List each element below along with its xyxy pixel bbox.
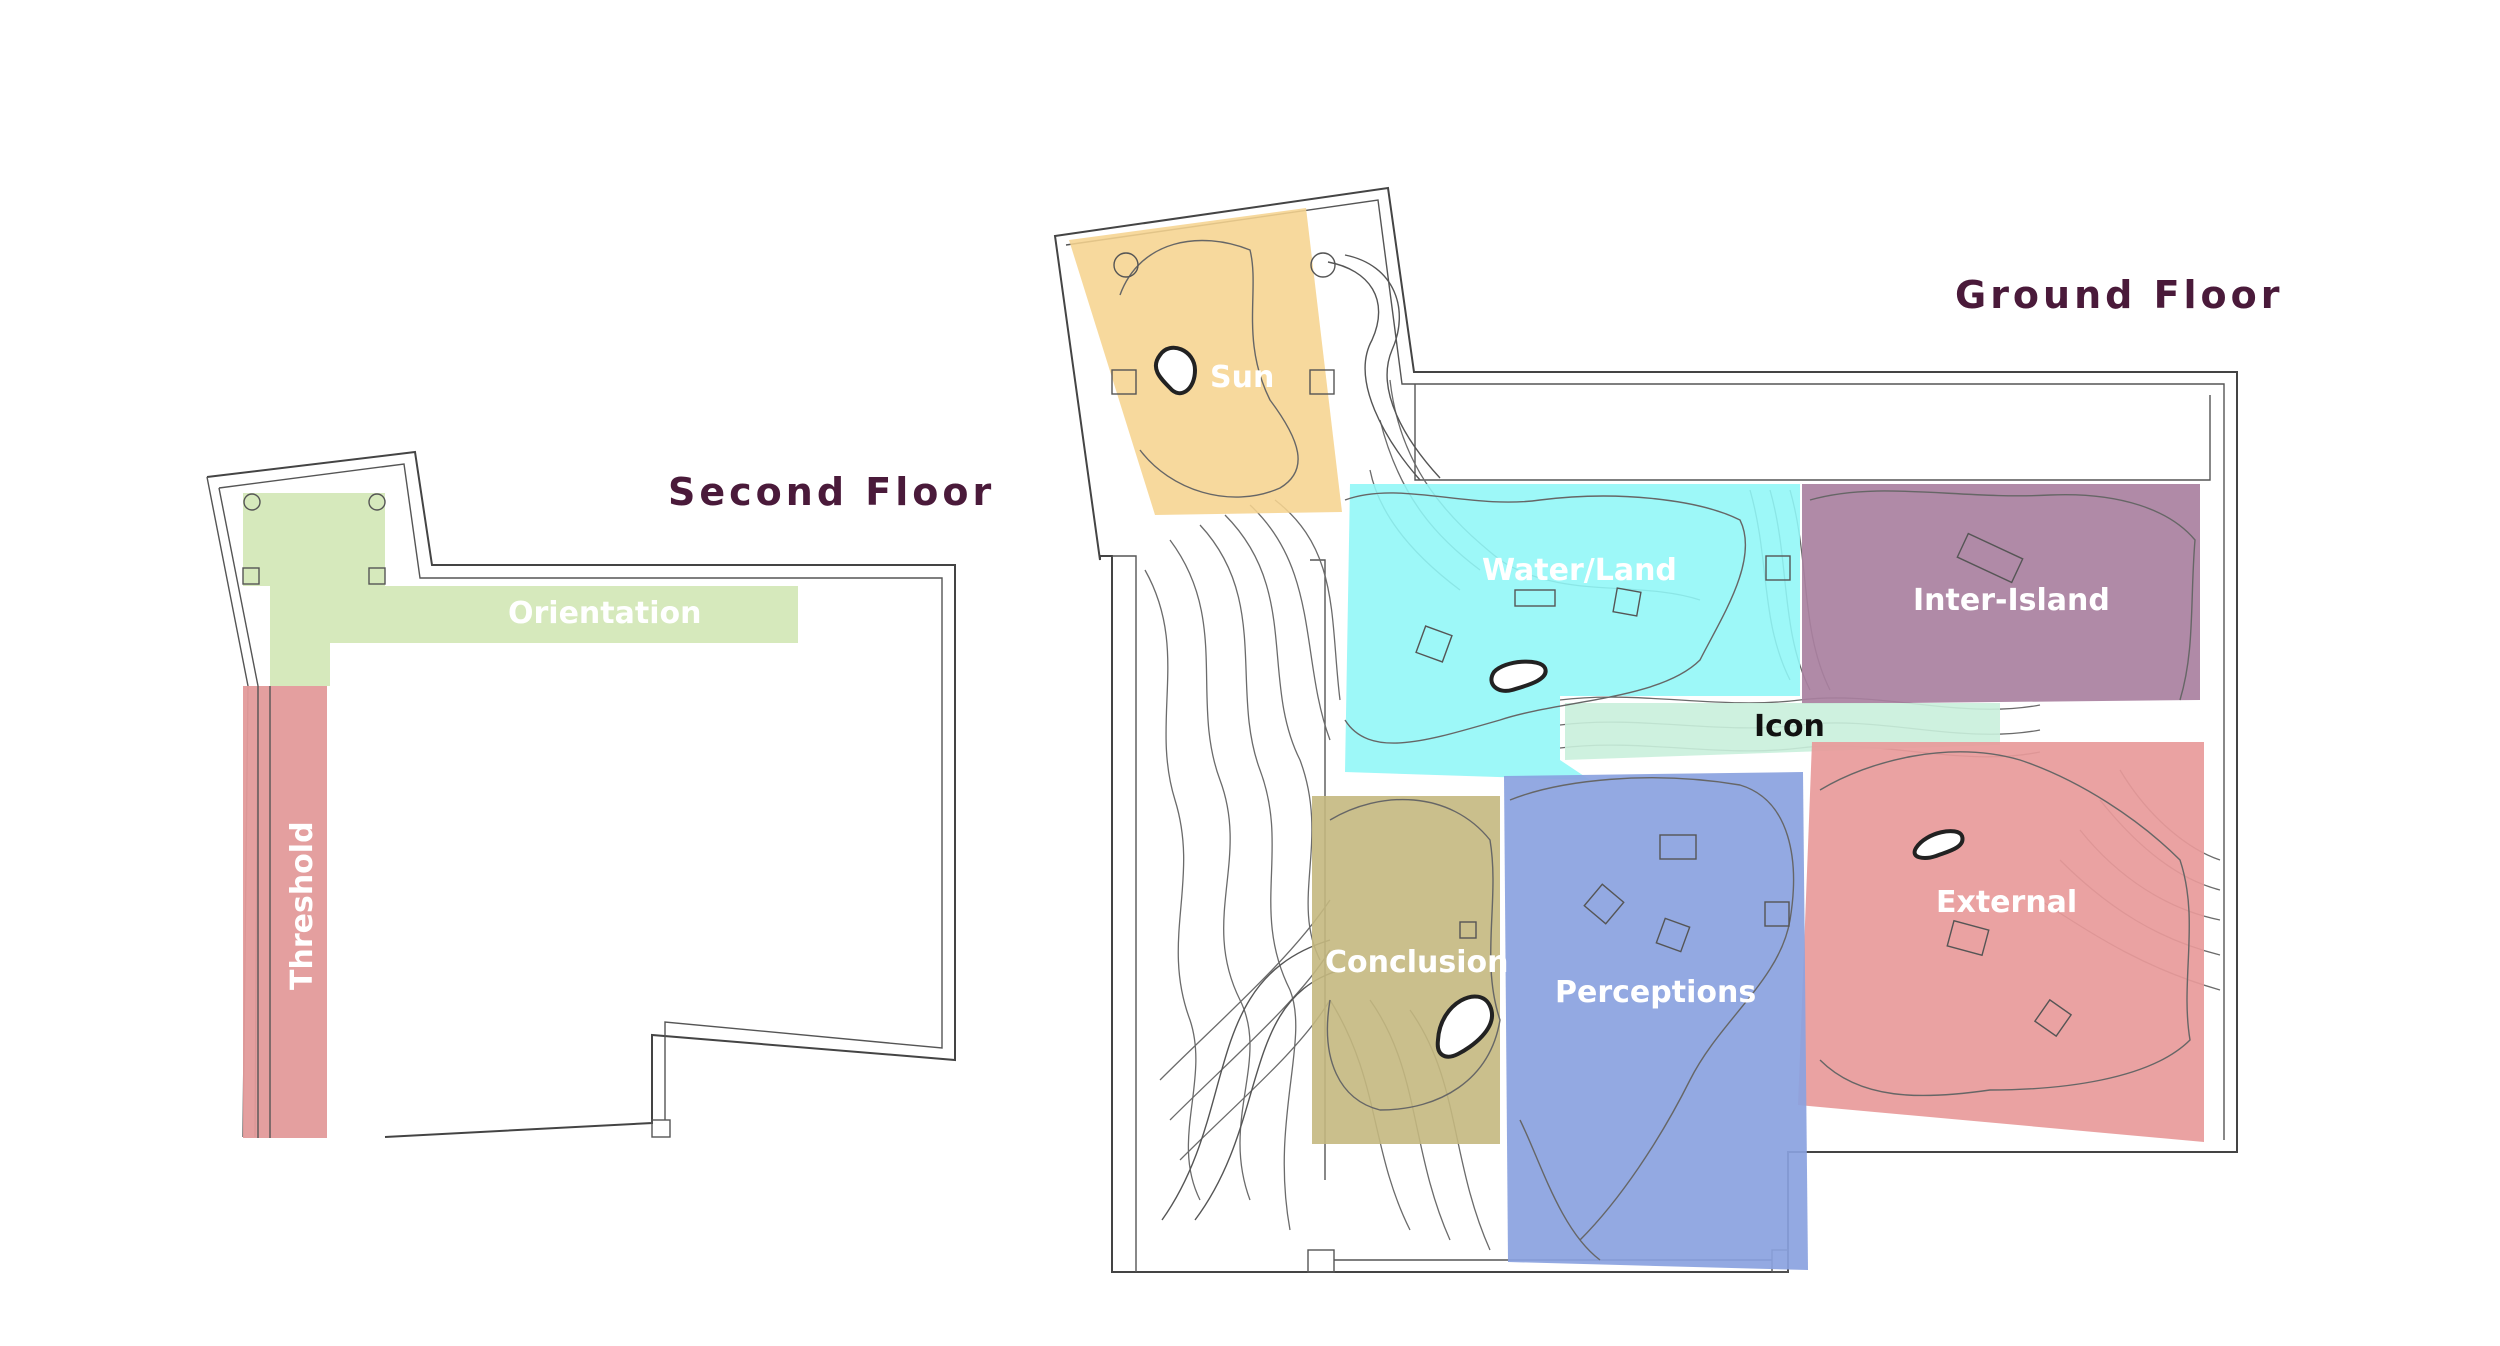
- inter-island-label: Inter-Island: [1913, 583, 2110, 618]
- room-outlines: [1119, 239, 2196, 1261]
- external-label: External: [1936, 885, 2077, 920]
- orientation-zone: [243, 493, 798, 686]
- water-land-label: Water/Land: [1482, 553, 1677, 588]
- perceptions-zone: [1504, 772, 1808, 1270]
- sun-label: Sun: [1210, 360, 1274, 395]
- second-floor-plan: Orientation Threshold Second Floor: [206, 450, 995, 1138]
- orientation-label: Orientation: [508, 596, 701, 631]
- sun-island: [1153, 345, 1198, 396]
- conclusion-island: [1435, 994, 1494, 1059]
- ground-floor-title: Ground Floor: [1955, 273, 2284, 317]
- perceptions-label: Perceptions: [1555, 975, 1756, 1010]
- sun-zone: [1069, 208, 1342, 515]
- inter-island-zone: [1802, 484, 2200, 704]
- external-island: [1912, 829, 1965, 860]
- water-land-island: [1489, 659, 1548, 693]
- second-floor-title: Second Floor: [668, 470, 995, 514]
- icon-label: Icon: [1754, 709, 1825, 744]
- threshold-zone: [243, 686, 327, 1138]
- conclusion-label: Conclusion: [1325, 945, 1509, 980]
- external-zone: [1798, 742, 2204, 1142]
- ground-floor-plan: [1053, 186, 2238, 1273]
- water-land-zone: [1345, 484, 1800, 780]
- threshold-label: Threshold: [285, 821, 320, 990]
